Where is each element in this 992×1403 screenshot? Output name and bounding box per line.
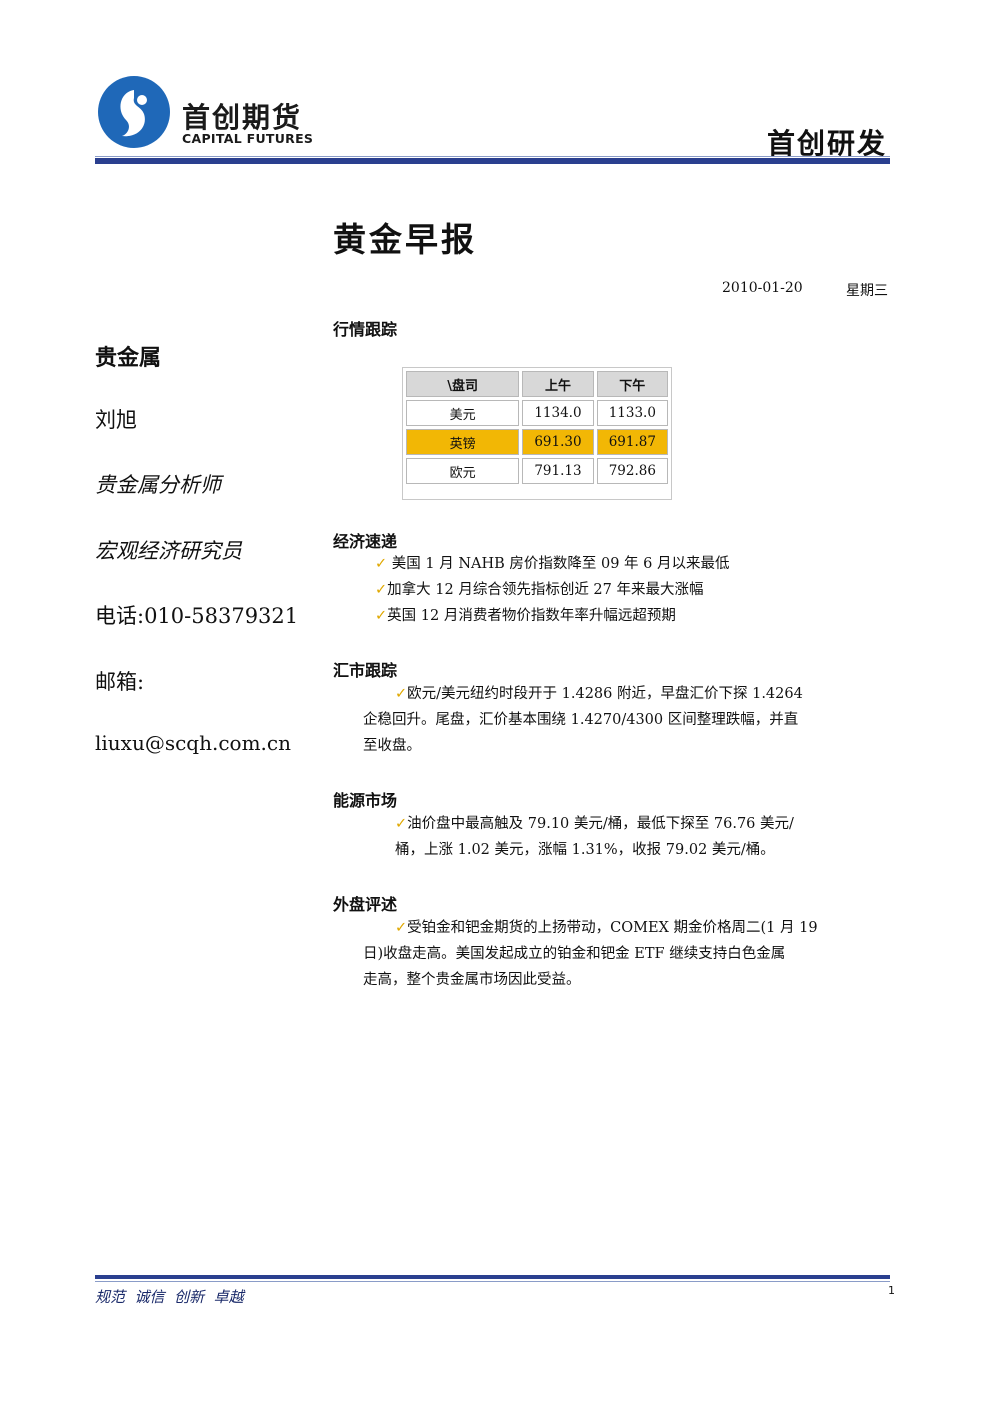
fx-line: 企稳回升。尾盘，汇价基本围绕 1.4270/4300 区间整理跌幅，并直 [363, 712, 799, 728]
page-number: 1 [888, 1284, 895, 1297]
author-email-label: 邮箱: [95, 670, 145, 694]
energy-text: 油价盘中最高触及 79.10 美元/桶，最低下探至 76.76 美元/ [407, 816, 794, 832]
currency-cell: 美元 [406, 400, 520, 426]
fx-line: ✓欧元/美元纽约时段开于 1.4286 附近，早盘汇价下探 1.4264 [395, 681, 803, 707]
am-price-cell: 691.30 [522, 429, 594, 455]
overseas-line: 走高，整个贵金属市场因此受益。 [363, 972, 581, 988]
currency-cell: 欧元 [406, 458, 520, 484]
overseas-line: 日)收盘走高。美国发起成立的铂金和钯金 ETF 继续支持白色金属 [363, 946, 786, 962]
section-heading-market: 行情跟踪 [333, 320, 398, 339]
author-title-analyst: 贵金属分析师 [95, 473, 221, 497]
checkmark-icon: ✓ [375, 608, 388, 624]
header-divider [95, 158, 890, 164]
table-row: 美元 1134.0 1133.0 [406, 400, 668, 426]
pm-price-cell: 792.86 [596, 458, 668, 484]
author-email: liuxu@scqh.com.cn [95, 731, 291, 755]
table-row: 欧元 791.13 792.86 [406, 458, 668, 484]
report-date: 2010-01-20 [722, 280, 803, 296]
section-heading-overseas: 外盘评述 [333, 895, 398, 914]
pm-price-cell: 1133.0 [596, 400, 668, 426]
fx-line: 至收盘。 [363, 738, 421, 754]
economy-item-text: 美国 1 月 NAHB 房价指数降至 09 年 6 月以来最低 [387, 556, 730, 572]
footer-motto: 规范 诚信 创新 卓越 [95, 1288, 244, 1306]
pm-price-cell: 691.87 [596, 429, 668, 455]
energy-line: ✓油价盘中最高触及 79.10 美元/桶，最低下探至 76.76 美元/ [395, 811, 794, 837]
economy-item: ✓英国 12 月消费者物价指数年率升幅远超预期 [375, 603, 676, 629]
header-divider-thin [95, 156, 890, 157]
report-weekday: 星期三 [846, 283, 888, 299]
page-title: 黄金早报 [333, 220, 477, 259]
am-price-cell: 1134.0 [522, 400, 594, 426]
overseas-text: 受铂金和钯金期货的上扬带动，COMEX 期金价格周二(1 月 19 [407, 920, 818, 936]
column-header: 上午 [522, 371, 594, 397]
column-header: 下午 [596, 371, 668, 397]
footer-divider-thin [95, 1281, 890, 1282]
economy-item: ✓ 美国 1 月 NAHB 房价指数降至 09 年 6 月以来最低 [375, 551, 730, 577]
author-phone: 电话:010-58379321 [95, 604, 299, 628]
section-heading-energy: 能源市场 [333, 791, 398, 810]
table-header-row: \盘司 上午 下午 [406, 371, 668, 397]
section-heading-fx: 汇市跟踪 [333, 661, 398, 680]
author-title-researcher: 宏观经济研究员 [95, 539, 242, 563]
overseas-line: ✓受铂金和钯金期货的上扬带动，COMEX 期金价格周二(1 月 19 [395, 915, 818, 941]
checkmark-icon: ✓ [395, 920, 408, 936]
energy-line: 桶，上涨 1.02 美元，涨幅 1.31%，收报 79.02 美元/桶。 [395, 842, 775, 858]
author-name: 刘旭 [95, 408, 137, 432]
logo-text-en: CAPITAL FUTURES [182, 131, 314, 146]
logo-text-cn: 首创期货 [182, 101, 303, 134]
am-price-cell: 791.13 [522, 458, 594, 484]
table-row-highlighted: 英镑 691.30 691.87 [406, 429, 668, 455]
department-label: 首创研发 [766, 127, 887, 160]
checkmark-icon: ✓ [395, 816, 408, 832]
section-heading-economy: 经济速递 [333, 532, 398, 551]
fx-text: 欧元/美元纽约时段开于 1.4286 附近，早盘汇价下探 1.4264 [407, 686, 803, 702]
column-header: \盘司 [406, 371, 520, 397]
economy-item-text: 英国 12 月消费者物价指数年率升幅远超预期 [387, 608, 676, 624]
checkmark-icon: ✓ [375, 582, 388, 598]
economy-item: ✓加拿大 12 月综合领先指标创近 27 年来最大涨幅 [375, 577, 704, 603]
sidebar-heading: 贵金属 [95, 346, 162, 371]
economy-item-text: 加拿大 12 月综合领先指标创近 27 年来最大涨幅 [387, 582, 704, 598]
quote-table: \盘司 上午 下午 美元 1134.0 1133.0 英镑 691.30 691… [402, 367, 672, 500]
currency-cell: 英镑 [406, 429, 520, 455]
logo-icon [98, 76, 170, 148]
footer-divider [95, 1275, 890, 1279]
checkmark-icon: ✓ [395, 686, 408, 702]
checkmark-icon: ✓ [375, 556, 388, 572]
